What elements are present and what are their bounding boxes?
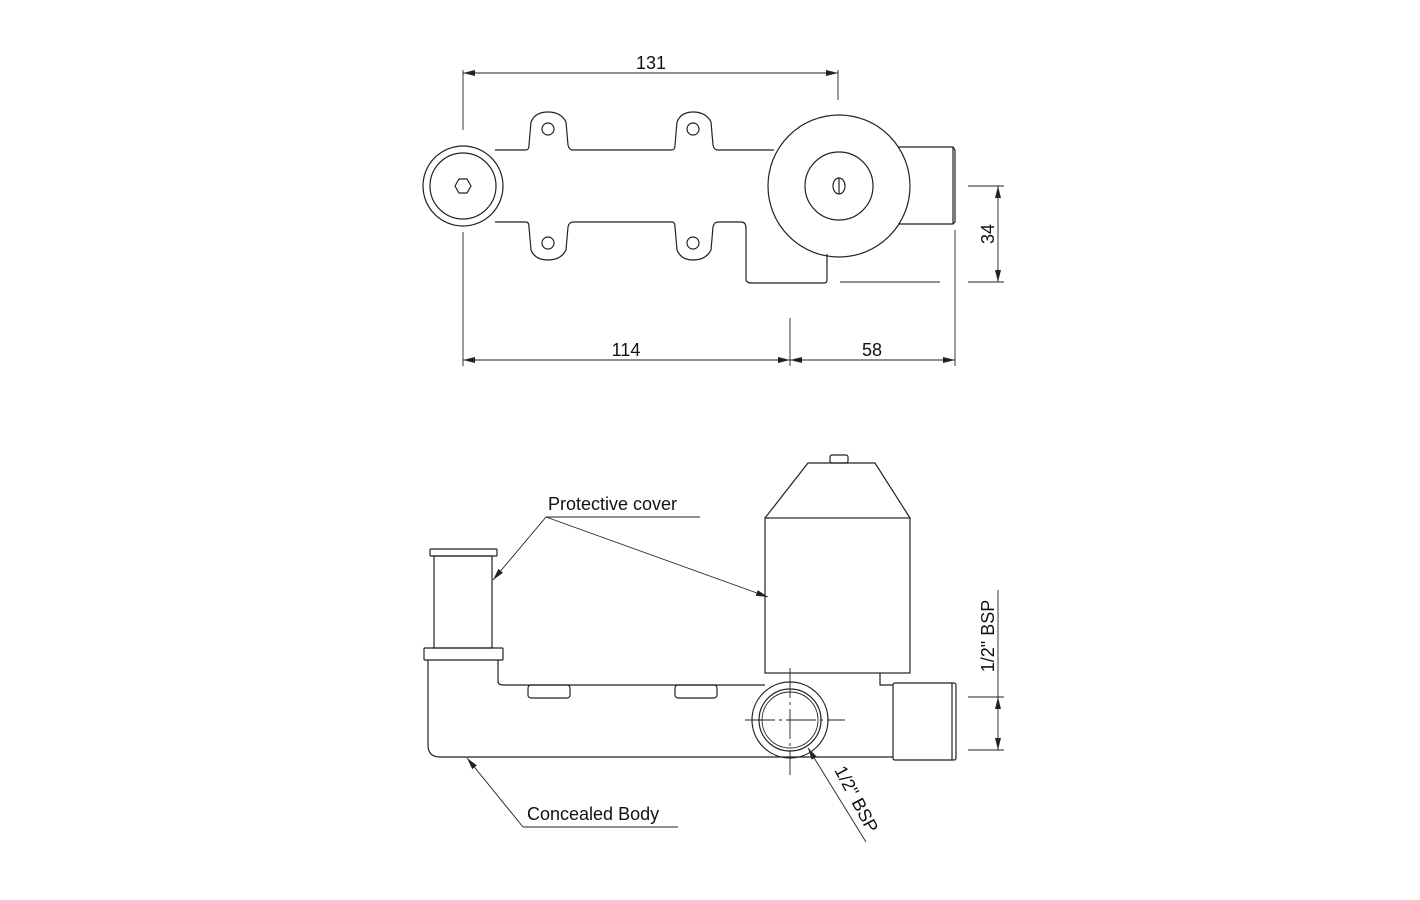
body-outline: [422, 111, 956, 284]
label-protective-cover: Protective cover: [492, 494, 769, 598]
valve-cover: [764, 454, 911, 674]
concealed-body-label: Concealed Body: [527, 804, 659, 824]
hex-socket-icon: [454, 178, 472, 194]
top-view: 131 34: [422, 53, 1004, 366]
left-outlet-pipe: [423, 548, 504, 661]
label-outlet-thread: 1/2" BSP: [807, 747, 882, 843]
protective-cover-label: Protective cover: [548, 494, 677, 514]
mounting-hole: [686, 122, 700, 136]
dimension-131: 131: [462, 53, 839, 130]
mounting-hole: [541, 122, 555, 136]
dimension-side-thread: 1/2" BSP: [968, 590, 1004, 751]
mounting-hole: [541, 236, 555, 250]
outlet-thread-label: 1/2" BSP: [830, 762, 882, 835]
front-view: Protective cover Concealed Body 1/2" BSP…: [423, 454, 1004, 843]
side-thread-label: 1/2" BSP: [978, 600, 998, 672]
label-concealed-body: Concealed Body: [466, 757, 678, 828]
dimension-label: 58: [862, 340, 882, 360]
mounting-hole: [686, 236, 700, 250]
dimension-34: 34: [840, 185, 1004, 283]
outlet-port: [745, 668, 845, 775]
concealed-body: [427, 660, 957, 761]
dimension-114-58: 114 58: [462, 230, 956, 366]
left-port-circle: [422, 145, 504, 227]
valve-circle: [767, 114, 911, 258]
dimension-label: 34: [978, 224, 998, 244]
dimension-label: 114: [612, 340, 641, 360]
dimension-label: 131: [636, 53, 666, 73]
